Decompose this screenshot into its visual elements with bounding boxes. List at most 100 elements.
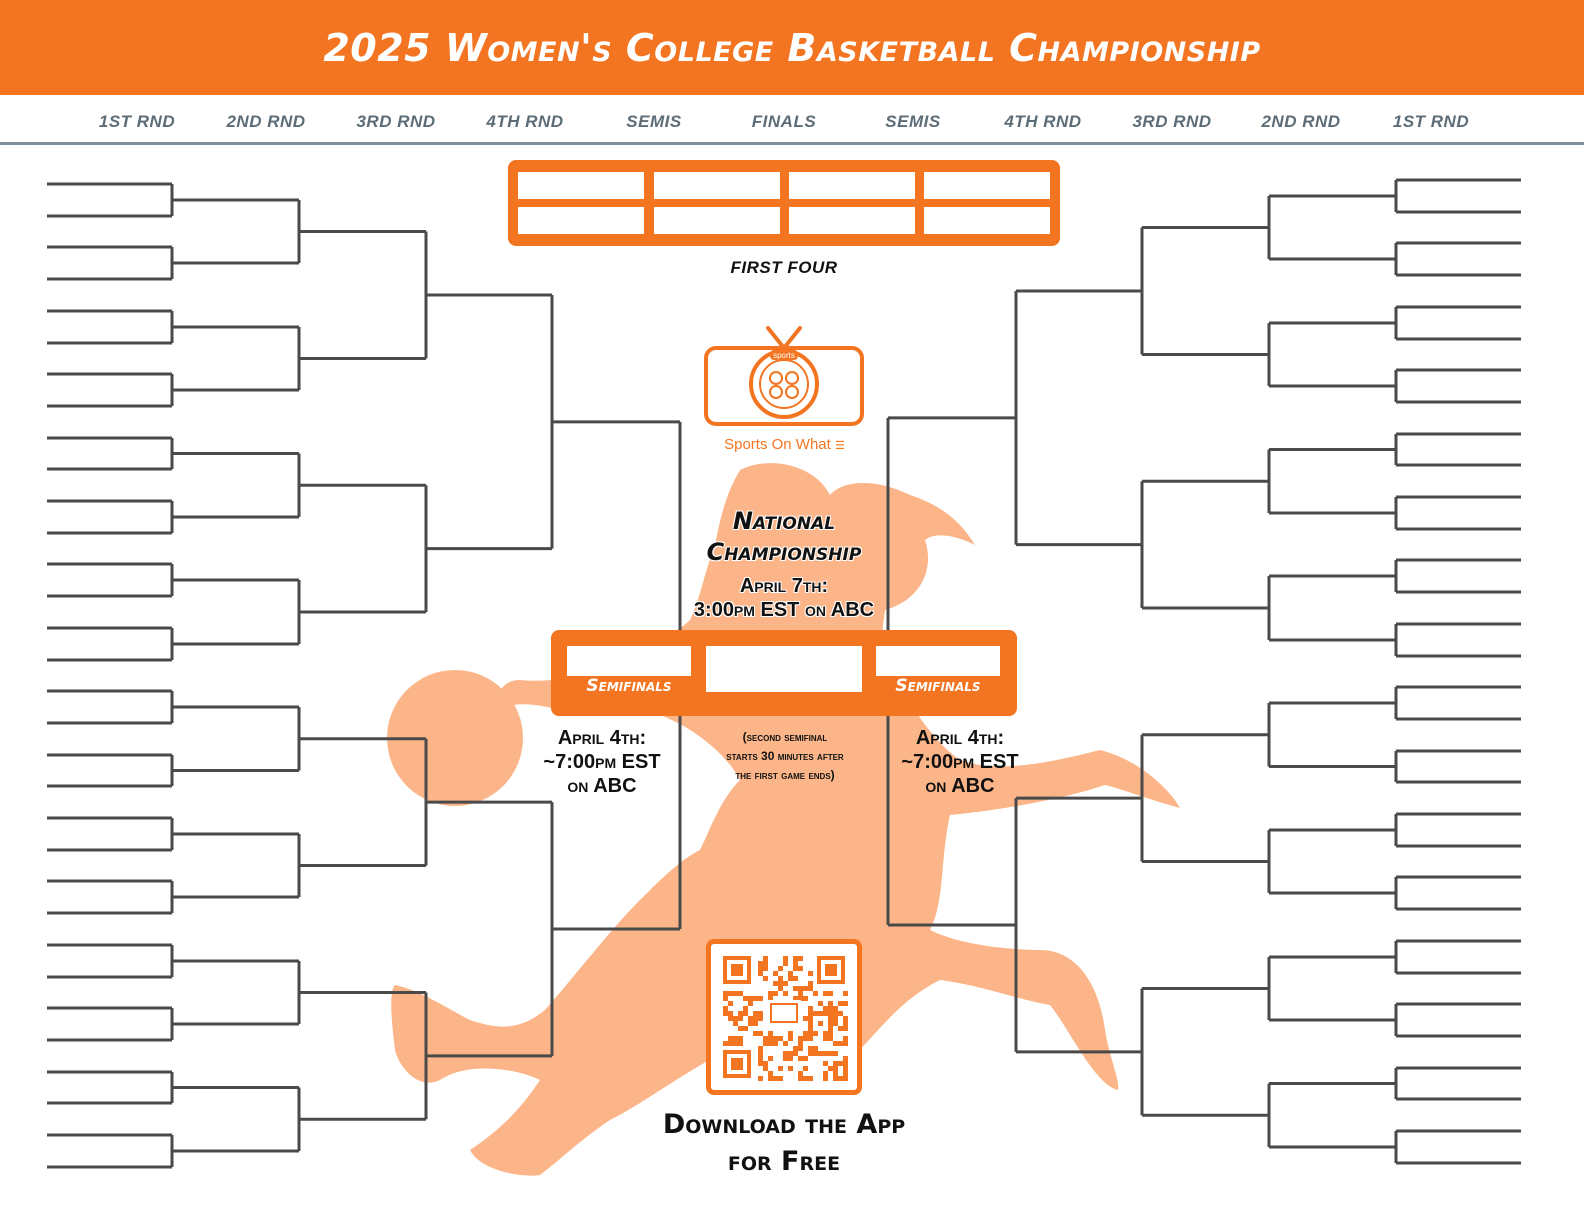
qr-module <box>793 961 798 966</box>
semifinal-note: (second semifinal starts 30 minutes afte… <box>690 728 880 785</box>
qr-module <box>773 971 778 976</box>
qr-module <box>803 1056 808 1061</box>
first-four-slot[interactable] <box>518 207 644 234</box>
championship-title-line: National <box>732 507 836 535</box>
qr-module <box>763 1066 768 1071</box>
qr-module <box>728 1041 733 1046</box>
qr-module <box>768 1036 773 1041</box>
qr-module <box>843 1036 848 1041</box>
qr-module <box>808 1036 813 1041</box>
qr-module <box>813 991 818 996</box>
round-label: 4TH RND <box>486 112 564 131</box>
qr-module <box>833 1061 838 1066</box>
championship-box <box>551 630 1017 716</box>
qr-module <box>808 1051 813 1056</box>
qr-module <box>843 1071 848 1076</box>
first-four-slot[interactable] <box>789 207 915 234</box>
qr-module <box>758 971 763 976</box>
qr-module <box>723 996 728 1001</box>
qr-module <box>753 1011 758 1016</box>
first-four-slot[interactable] <box>924 207 1050 234</box>
qr-module <box>738 1016 743 1021</box>
semifinals-left-label: Semifinals <box>586 676 672 696</box>
first-four-slot[interactable] <box>654 207 780 234</box>
qr-module <box>843 1021 848 1026</box>
qr-module <box>738 1026 743 1031</box>
qr-module <box>833 1006 838 1011</box>
qr-module <box>793 966 798 971</box>
qr-module <box>763 1061 768 1066</box>
qr-module <box>803 1066 808 1071</box>
qr-module <box>803 1031 808 1036</box>
qr-module <box>823 1006 828 1011</box>
qr-module <box>788 1036 793 1041</box>
round-label: 2ND RND <box>226 112 306 131</box>
qr-module <box>788 971 793 976</box>
qr-module <box>838 1026 843 1031</box>
first-four-slot[interactable] <box>654 172 780 199</box>
qr-module <box>808 1076 813 1081</box>
semifinal-note-line: the first game ends) <box>735 768 835 782</box>
qr-code-icon <box>723 956 848 1081</box>
qr-module <box>748 1016 753 1021</box>
qr-module <box>728 1016 733 1021</box>
qr-module <box>803 1036 808 1041</box>
qr-module <box>813 1031 818 1036</box>
semifinal-right-slot[interactable] <box>876 646 1000 676</box>
qr-module <box>731 964 743 976</box>
qr-module <box>768 1076 773 1081</box>
first-four-slot[interactable] <box>518 172 644 199</box>
qr-module <box>758 961 763 966</box>
round-label: 3RD RND <box>356 112 436 131</box>
champion-slot[interactable] <box>706 646 862 692</box>
round-label: 1ST RND <box>1392 112 1470 131</box>
semifinal-date-line: April 4th: <box>557 727 647 749</box>
qr-module <box>773 991 778 996</box>
qr-module <box>833 1051 838 1056</box>
qr-module <box>788 976 793 981</box>
qr-module <box>738 991 743 996</box>
qr-module <box>823 1071 828 1076</box>
qr-module <box>788 1031 793 1036</box>
qr-module <box>793 996 798 1001</box>
qr-module <box>778 986 783 991</box>
qr-module <box>758 1016 763 1021</box>
semifinal-note-line: (second semifinal <box>742 730 828 744</box>
qr-module <box>778 1036 783 1041</box>
semifinal-date-line: on ABC <box>925 775 995 797</box>
qr-module <box>808 1021 813 1026</box>
semifinal-right-date: April 4th: ~7:00pm EST on ABC <box>885 726 1035 798</box>
qr-module <box>733 1036 738 1041</box>
qr-module <box>733 1041 738 1046</box>
qr-module <box>758 1046 763 1051</box>
qr-module <box>793 1046 798 1051</box>
qr-module <box>833 1066 838 1071</box>
player-body-silhouette <box>391 463 1180 1176</box>
qr-module <box>778 1076 783 1081</box>
semifinal-left-date: April 4th: ~7:00pm EST on ABC <box>527 726 677 798</box>
semifinal-left-slot[interactable] <box>567 646 691 676</box>
qr-module <box>808 1011 813 1016</box>
qr-module <box>833 1071 838 1076</box>
qr-module <box>753 1031 758 1036</box>
download-app-text: Download the App for Free <box>594 1106 974 1180</box>
qr-module <box>843 1076 848 1081</box>
first-four-slot[interactable] <box>789 172 915 199</box>
qr-module <box>758 966 763 971</box>
qr-module <box>843 1061 848 1066</box>
qr-module <box>753 1016 758 1021</box>
qr-module <box>828 1001 833 1006</box>
qr-module <box>738 1011 743 1016</box>
qr-module <box>843 991 848 996</box>
qr-module <box>843 1001 848 1006</box>
qr-module <box>738 1036 743 1041</box>
qr-module <box>723 1006 728 1011</box>
qr-code-box[interactable] <box>706 939 862 1095</box>
qr-module <box>768 1056 773 1061</box>
first-four-slot[interactable] <box>924 172 1050 199</box>
qr-module <box>763 966 768 971</box>
qr-module <box>788 1051 793 1056</box>
qr-module <box>833 1021 838 1026</box>
championship-date-line: 3:00pm EST on ABC <box>693 599 875 621</box>
qr-module <box>843 1041 848 1046</box>
